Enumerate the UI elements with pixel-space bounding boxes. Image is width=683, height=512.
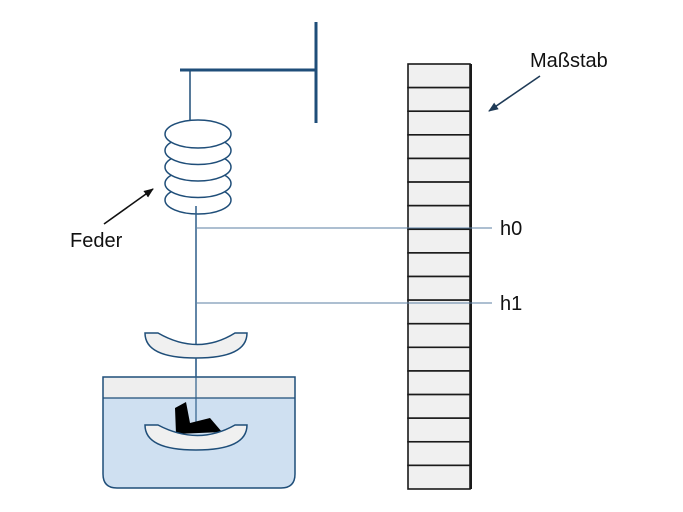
ruler-segment xyxy=(407,346,471,372)
scale-label: Maßstab xyxy=(530,50,608,72)
ruler-segment xyxy=(407,157,471,183)
spring-arrow xyxy=(103,188,154,225)
beaker-outline xyxy=(102,376,296,489)
upper-dish xyxy=(144,332,248,359)
scale-arrow xyxy=(488,75,541,112)
ruler-segment xyxy=(407,440,471,467)
h1-label: h1 xyxy=(500,293,522,315)
spring xyxy=(164,119,232,215)
ruler-segment xyxy=(407,322,471,349)
ruler-segment xyxy=(407,86,471,113)
spring-coil xyxy=(164,119,232,149)
ruler-segment xyxy=(407,370,471,396)
submerged-object xyxy=(175,402,222,434)
ruler-segment xyxy=(407,275,471,301)
ruler-segment xyxy=(407,181,471,207)
lower-dish xyxy=(144,424,248,451)
ruler-segment xyxy=(407,299,471,325)
spring-label: Feder xyxy=(70,230,123,252)
stand xyxy=(180,22,318,123)
ruler-segment xyxy=(407,63,471,89)
h0-label: h0 xyxy=(500,218,522,240)
ruler-segment xyxy=(407,252,471,278)
ruler-segment xyxy=(407,204,471,231)
ruler-segment xyxy=(407,228,471,254)
ruler-segment xyxy=(407,464,471,490)
ruler-segment xyxy=(407,134,471,160)
ruler-segment xyxy=(407,393,471,419)
beaker-air-gap xyxy=(103,377,295,398)
ruler-segment xyxy=(407,110,471,136)
ruler xyxy=(407,63,472,490)
ruler-segment xyxy=(407,417,471,443)
beaker xyxy=(102,376,296,489)
